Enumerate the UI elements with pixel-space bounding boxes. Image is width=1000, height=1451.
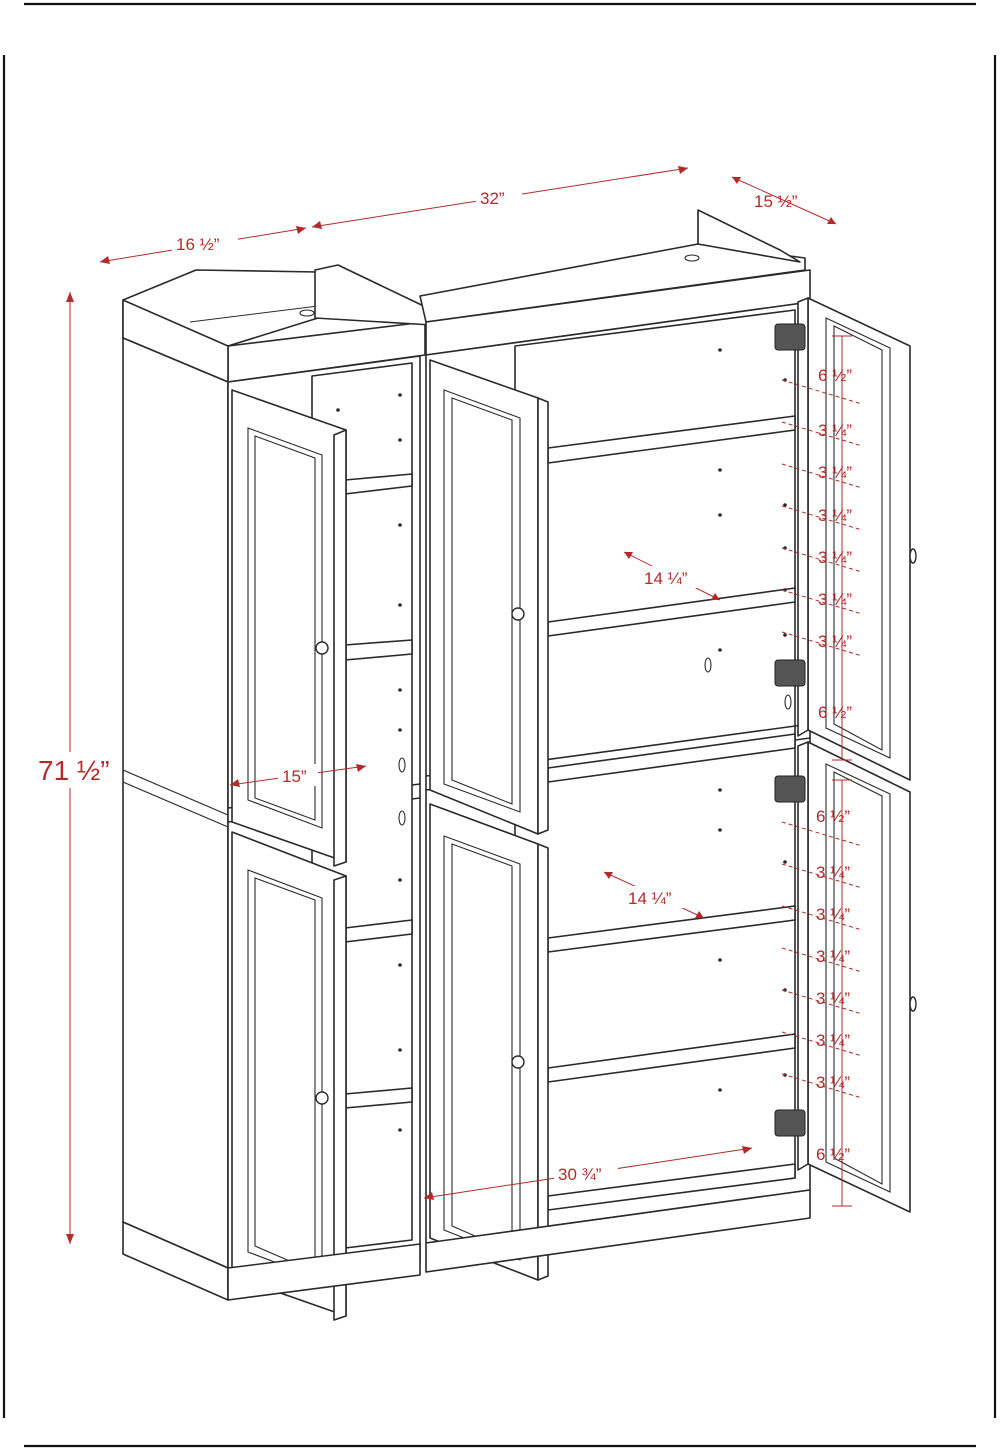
right-tower	[419, 209, 917, 1281]
lower-spacing-label: 3 ¼”	[816, 947, 850, 966]
upper-spacing-label: 6 ½”	[818, 703, 852, 722]
left-width-label: 16 ½”	[176, 235, 220, 254]
shelf-depth-upper-label: 14 ¼”	[644, 569, 688, 588]
right-inner-width-label: 30 ¾”	[558, 1165, 602, 1184]
hinge-icon	[774, 775, 806, 803]
lower-spacing-label: 3 ¼”	[816, 1031, 850, 1050]
left-tower	[122, 264, 433, 1321]
left-upper-door-edge	[333, 429, 347, 867]
right-lower-right-door-edge	[797, 741, 809, 1171]
right-lower-left-door-edge	[537, 843, 549, 1281]
right-crown-top	[419, 243, 806, 323]
total-height-label: 71 ½”	[38, 755, 110, 786]
lower-spacing-label: 3 ¼”	[816, 905, 850, 924]
upper-spacing-label: 3 ¼”	[818, 463, 852, 482]
upper-spacing-label: 6 ½”	[818, 366, 852, 385]
right-plinth-front	[425, 1189, 811, 1273]
upper-spacing-label: 3 ¼”	[818, 632, 852, 651]
lower-spacing-label: 3 ¼”	[816, 1073, 850, 1092]
left-plinth-front	[227, 1243, 421, 1301]
left-lower-door-edge	[333, 875, 347, 1321]
hinge-icon	[774, 659, 806, 687]
hinge-icon	[774, 1109, 806, 1137]
lower-spacing-label: 3 ¼”	[816, 989, 850, 1008]
left-upper-knob	[315, 641, 329, 655]
left-back-riser	[314, 264, 433, 326]
right-upper-right-knob	[909, 548, 917, 564]
left-lower-knob	[315, 1091, 329, 1105]
total-width-label: 32”	[480, 189, 505, 208]
left-upper-door	[231, 389, 347, 863]
lower-spacing-label: 6 ½”	[816, 807, 850, 826]
left-lower-door	[231, 831, 347, 1317]
right-upper-left-door	[429, 359, 539, 835]
lower-spacing-label: 3 ¼”	[816, 863, 850, 882]
upper-spacing-label: 3 ¼”	[818, 590, 852, 609]
right-lower-left-door	[429, 803, 539, 1281]
right-lower-right-knob	[909, 996, 917, 1012]
lower-spacing-label: 6 ½”	[816, 1145, 850, 1164]
dimension-labels: 32” 15 ½” 16 ½” 71 ½” 15” 14 ¼” 14 ¼” 30…	[34, 186, 852, 1184]
right-lower-left-knob	[511, 1055, 525, 1069]
left-side-panel	[122, 337, 229, 1269]
right-upper-left-knob	[511, 607, 525, 621]
shelf-depth-lower-label: 14 ¼”	[628, 889, 672, 908]
upper-spacing-label: 3 ¼”	[818, 421, 852, 440]
upper-spacing-label: 3 ¼”	[818, 548, 852, 567]
right-upper-left-door-edge	[537, 397, 549, 835]
right-upper-right-door-edge	[797, 297, 809, 737]
hinge-icon	[774, 323, 806, 351]
left-inner-width-label: 15”	[282, 767, 307, 786]
side-depth-label: 15 ½”	[754, 192, 798, 211]
upper-spacing-label: 3 ¼”	[818, 506, 852, 525]
